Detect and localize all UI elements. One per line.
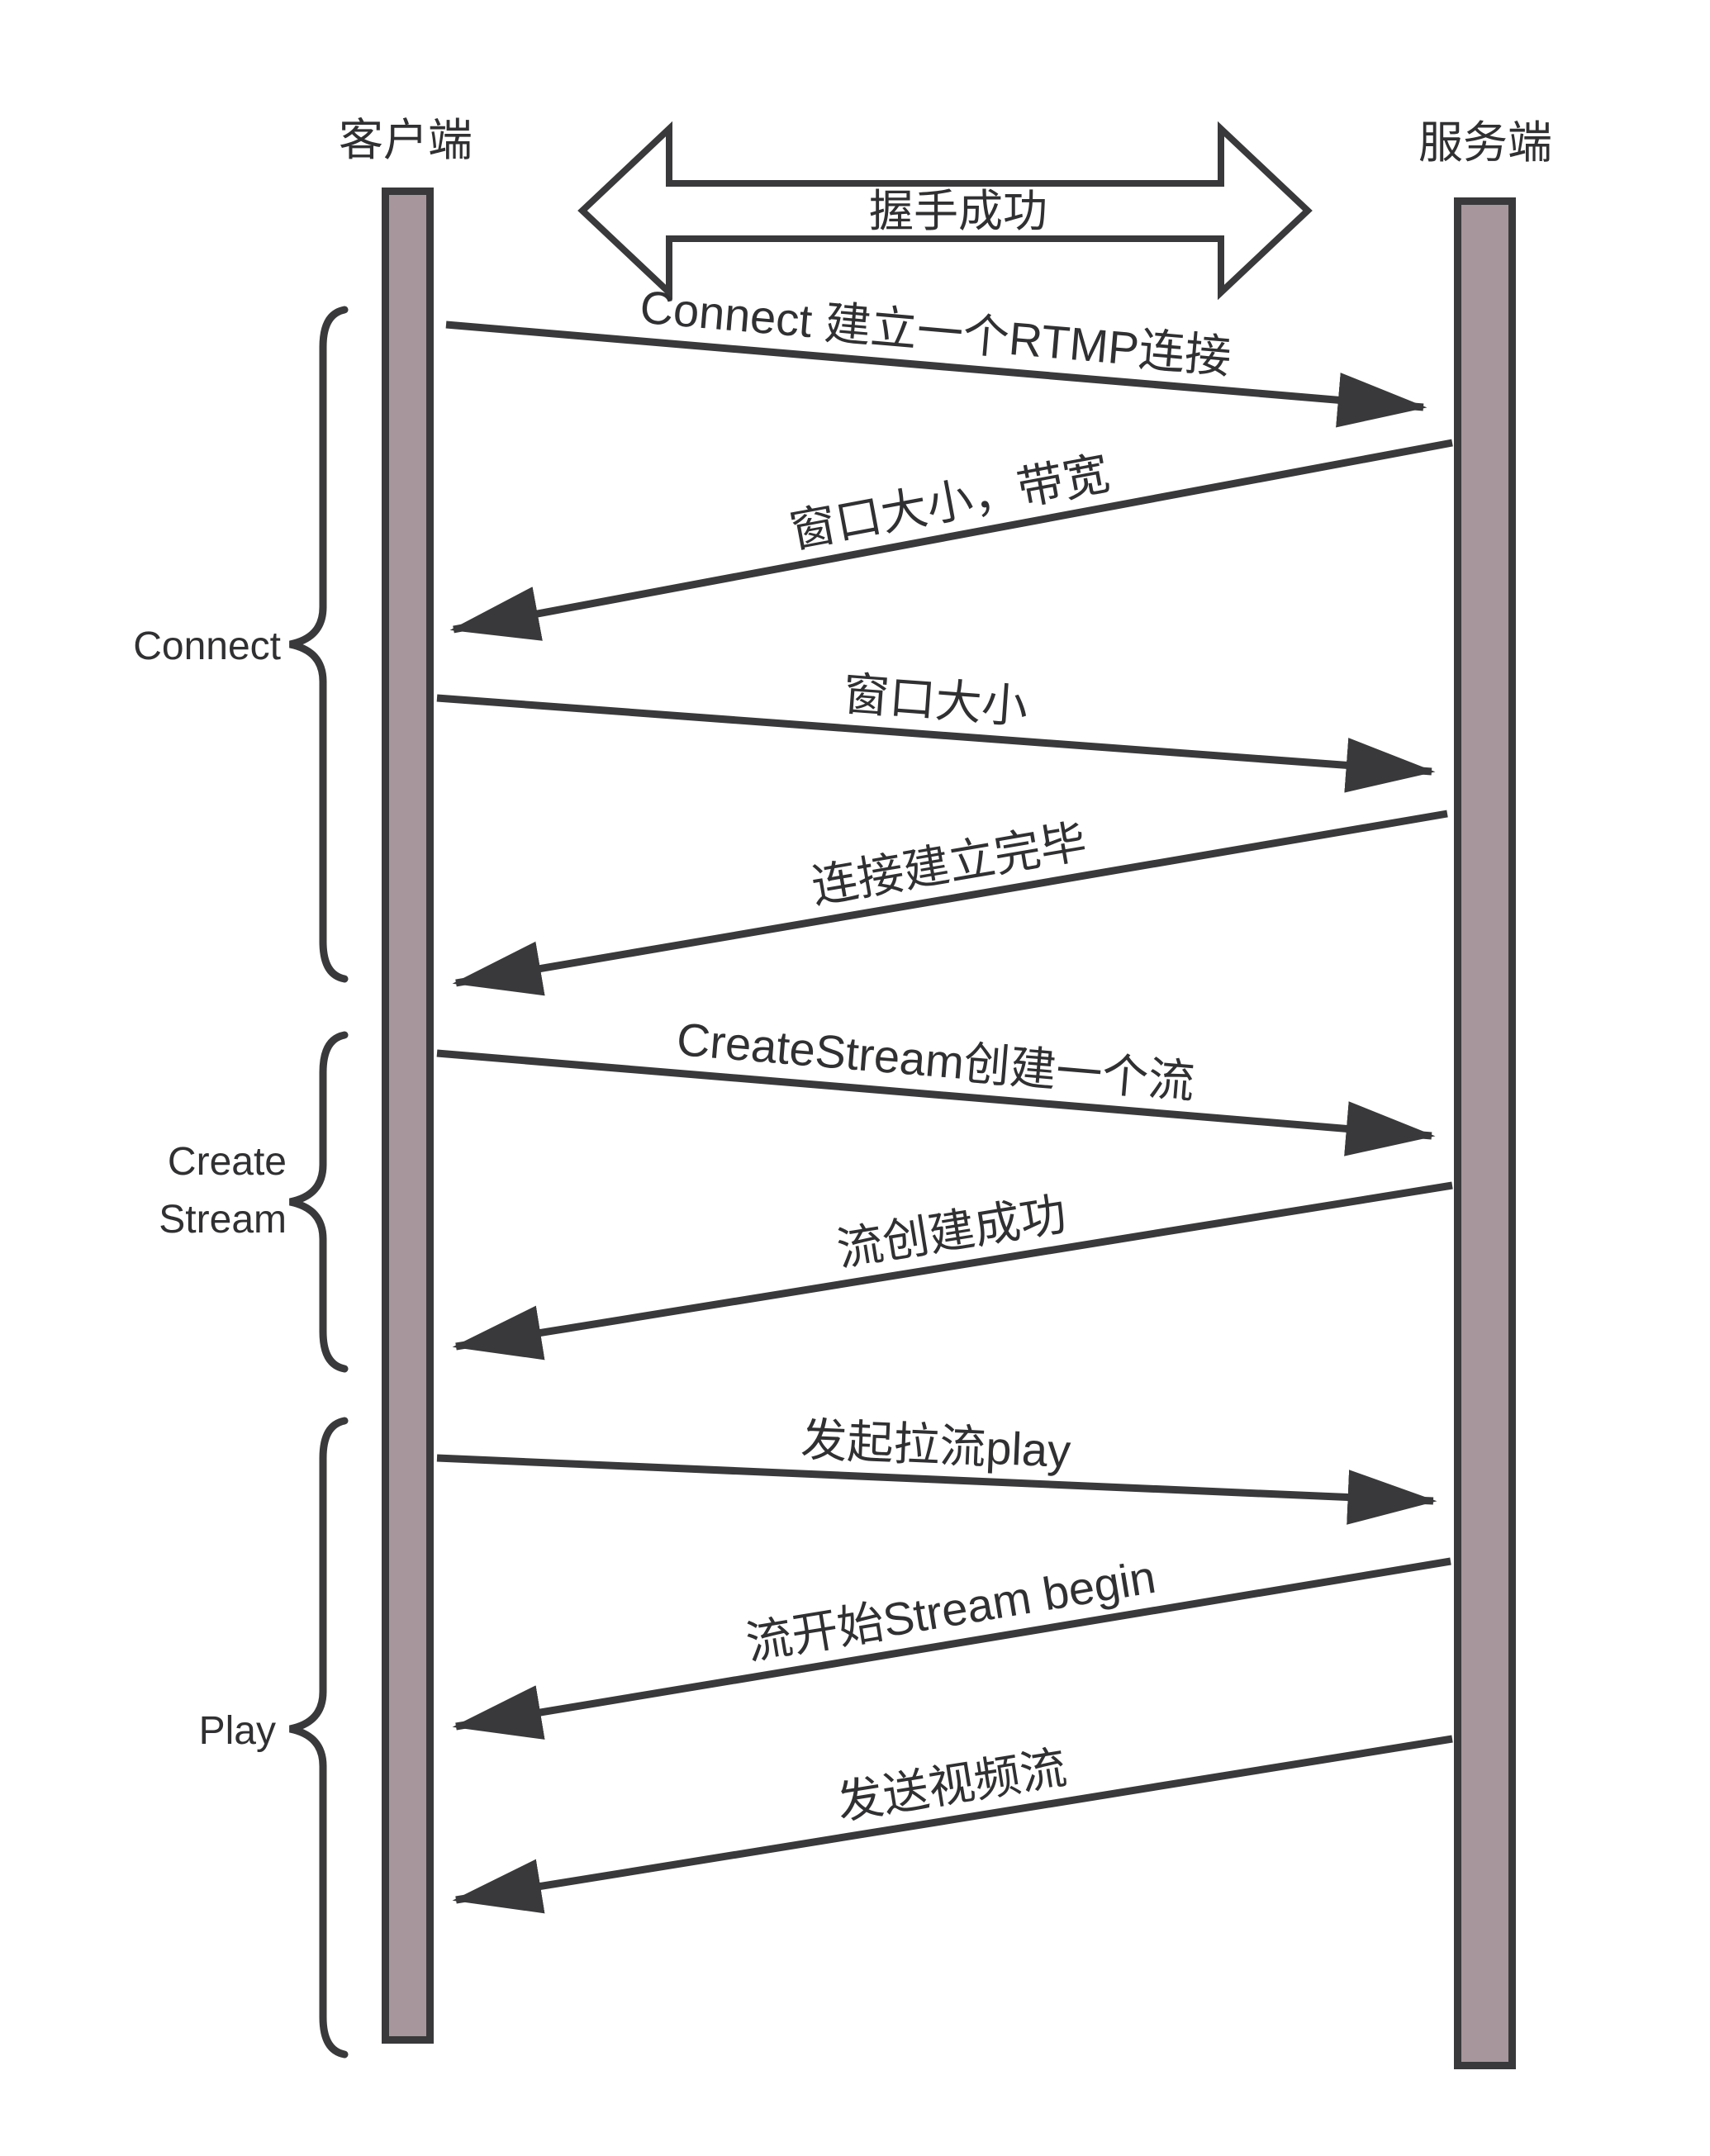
handshake-label: 握手成功 bbox=[869, 187, 1047, 236]
message-label-stream-begin: 流开始Stream begin bbox=[742, 1551, 1159, 1669]
message-label-play-request: 发起拉流play bbox=[800, 1413, 1071, 1477]
group-brace-create-stream bbox=[288, 1031, 349, 1373]
client-actor-label: 客户端 bbox=[339, 116, 473, 165]
message-arrow-stream-created bbox=[452, 1181, 1453, 1361]
group-label-play: Play bbox=[199, 1709, 276, 1753]
server-lifeline-bar bbox=[1454, 197, 1516, 2069]
message-label-stream-created: 流创建成功 bbox=[834, 1187, 1070, 1275]
message-arrow-play-request bbox=[436, 1454, 1437, 1525]
group-label-connect: Connect bbox=[133, 624, 281, 668]
group-brace-connect bbox=[288, 306, 349, 983]
message-arrow-window-size bbox=[436, 694, 1436, 793]
message-arrow-window-size-bandwidth bbox=[449, 439, 1453, 641]
message-label-send-video-stream: 发送视频流 bbox=[834, 1740, 1070, 1828]
message-arrow-stream-begin bbox=[452, 1557, 1451, 1740]
message-arrow-connection-established bbox=[452, 810, 1448, 996]
handshake-double-arrow bbox=[577, 121, 1313, 301]
group-label-create-stream-line1: Create bbox=[168, 1140, 287, 1184]
message-arrow-send-video-stream bbox=[452, 1735, 1453, 1914]
message-label-window-size: 窗口大小 bbox=[841, 667, 1029, 733]
server-actor-label: 服务端 bbox=[1418, 118, 1552, 168]
message-label-window-size-bandwidth: 窗口大小，带宽 bbox=[786, 447, 1114, 558]
group-label-create-stream-line2: Stream bbox=[159, 1198, 287, 1242]
message-arrow-create-stream bbox=[436, 1049, 1436, 1156]
client-lifeline-bar bbox=[382, 188, 434, 2044]
group-brace-play bbox=[288, 1417, 349, 2059]
message-arrow-connect-rtmp bbox=[445, 321, 1427, 428]
